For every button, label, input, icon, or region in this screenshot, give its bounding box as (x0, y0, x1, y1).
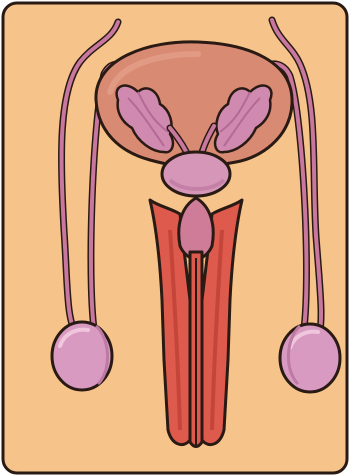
testis-left (52, 322, 112, 390)
testis-right (280, 324, 340, 392)
prostate (162, 152, 230, 196)
